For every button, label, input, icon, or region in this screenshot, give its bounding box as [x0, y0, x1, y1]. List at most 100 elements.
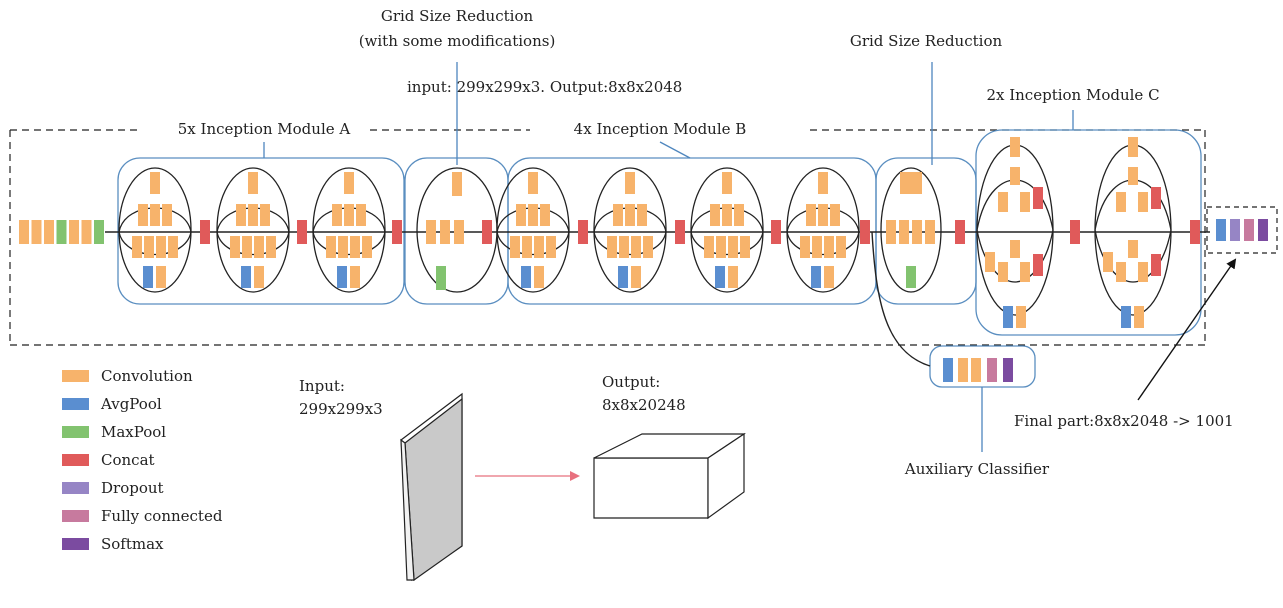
softmax-swatch — [62, 538, 89, 550]
io-note-label: input: 299x299x3. Output:8x8x2048 — [407, 78, 682, 96]
avgpool-swatch — [62, 398, 89, 410]
avgpool-block — [337, 266, 347, 288]
convolution-block — [230, 236, 240, 258]
convolution-block — [144, 236, 154, 258]
convolution-block — [81, 220, 92, 244]
convolution-block — [1010, 137, 1020, 157]
convolution-block — [69, 220, 79, 244]
convolution-block — [925, 220, 935, 244]
output-label: Output: — [602, 373, 660, 391]
legend: Convolution AvgPool MaxPool Concat Dropo… — [62, 364, 292, 560]
convolution-block — [1138, 262, 1148, 282]
convolution-block — [631, 266, 641, 288]
inception-branch-outline — [416, 167, 498, 293]
convolution-block — [356, 204, 366, 226]
convolution-block — [643, 236, 653, 258]
convolution-block — [540, 204, 550, 226]
convolution-block — [19, 220, 29, 244]
convolution-block — [836, 236, 846, 258]
io-illustration: Input: 299x299x3 Output: 8x8x20248 — [299, 373, 746, 582]
convolution-block — [728, 236, 738, 258]
convolution-block — [613, 204, 623, 226]
convolution-block — [150, 204, 160, 226]
convolution-block — [812, 236, 822, 258]
fully-connected-swatch — [62, 510, 89, 522]
convolution-block — [800, 236, 810, 258]
convolution-block — [734, 204, 744, 226]
concat-block — [1151, 187, 1161, 209]
legend-item-maxpool: MaxPool — [62, 420, 292, 444]
concat-block — [955, 220, 965, 244]
final-part-label: Final part:8x8x2048 -> 1001 — [1014, 412, 1234, 430]
concat-block — [578, 220, 588, 244]
convolution-block — [138, 204, 148, 226]
convolution-block — [716, 236, 726, 258]
input-label: Input: — [299, 377, 345, 395]
legend-label: Softmax — [101, 535, 164, 553]
label-pointers — [263, 62, 1074, 452]
input-tensor-slab — [400, 392, 463, 582]
convolution-block — [1020, 262, 1030, 282]
convolution-block — [985, 252, 995, 272]
convolution-block — [1116, 262, 1126, 282]
connector-curve — [593, 231, 667, 256]
connector-curve — [118, 231, 192, 256]
legend-item-softmax: Softmax — [62, 532, 292, 556]
concat-block — [1033, 254, 1043, 276]
connector-curve — [976, 179, 1016, 231]
module-a-box — [117, 157, 405, 305]
connector-curve — [690, 231, 764, 256]
convolution-block — [1020, 192, 1030, 212]
convolution-block — [452, 172, 462, 196]
maxpool-swatch — [62, 426, 89, 438]
avgpool-block — [241, 266, 251, 288]
avgpool-block — [1216, 219, 1226, 241]
connector-curve — [976, 229, 1016, 283]
convolution-block — [132, 236, 142, 258]
convolution-block — [344, 172, 354, 194]
convolution-block — [236, 204, 246, 226]
legend-item-dropout: Dropout — [62, 476, 292, 500]
convolution-block — [350, 266, 360, 288]
convolution-block — [326, 236, 336, 258]
convolution-block — [728, 266, 738, 288]
avgpool-block — [143, 266, 153, 288]
convolution-block — [248, 172, 258, 194]
convolution-block — [1128, 240, 1138, 258]
convolution-block — [332, 204, 342, 226]
concat-block — [200, 220, 210, 244]
convolution-block — [362, 236, 372, 258]
convolution-block — [899, 220, 909, 244]
avgpool-block — [1003, 306, 1013, 328]
fully-connected-block — [987, 358, 997, 382]
convolution-block — [1116, 192, 1126, 212]
concat-block — [482, 220, 492, 244]
convolution-block — [510, 236, 520, 258]
convolution-block — [248, 204, 258, 226]
legend-label: Dropout — [101, 479, 164, 497]
dropout-block — [1230, 219, 1240, 241]
convolution-block — [522, 236, 532, 258]
inception-branch-outline — [880, 167, 942, 293]
legend-label: Concat — [101, 451, 155, 469]
maxpool-block — [906, 266, 916, 288]
avgpool-block — [521, 266, 531, 288]
convolution-block — [338, 236, 348, 258]
avgpool-block — [811, 266, 821, 288]
module-c-label: 2x Inception Module C — [986, 86, 1159, 104]
convolution-block — [1138, 192, 1148, 212]
convolution-block — [254, 266, 264, 288]
convolution-block — [722, 204, 732, 226]
convolution-block — [150, 172, 160, 194]
output-dims: 8x8x20248 — [602, 396, 686, 414]
convolution-block — [1016, 306, 1026, 328]
convolution-block — [806, 204, 816, 226]
convolution-block — [350, 236, 360, 258]
avgpool-block — [618, 266, 628, 288]
convolution-block — [710, 204, 720, 226]
convolution-block — [818, 172, 828, 194]
legend-item-concat: Concat — [62, 448, 292, 472]
convolution-block — [824, 236, 834, 258]
convolution-block — [44, 220, 54, 244]
